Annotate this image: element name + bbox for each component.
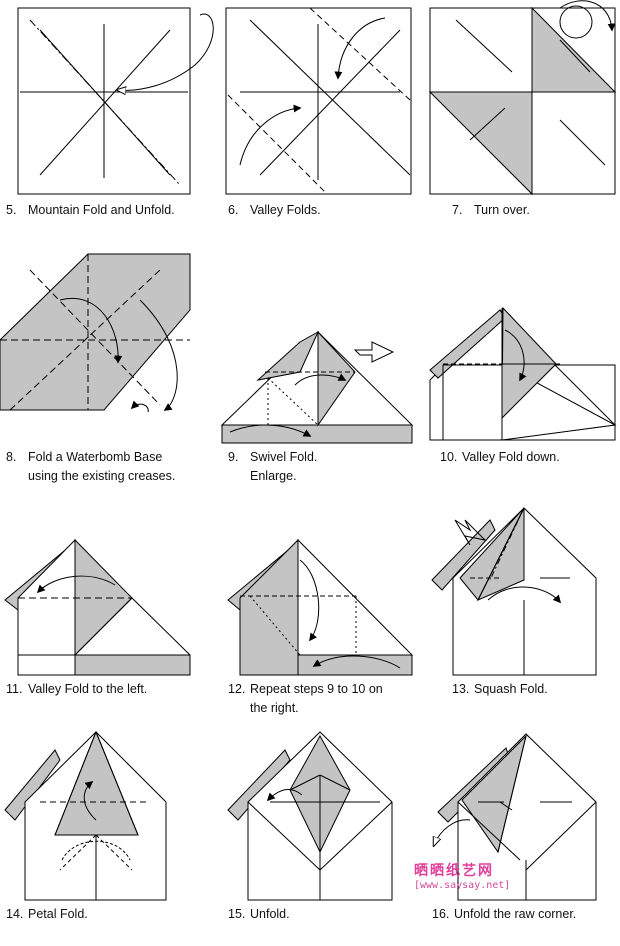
step-7-diagram	[428, 0, 617, 196]
step-8-caption: 8.Fold a Waterbomb Base using the existi…	[6, 450, 176, 483]
step-8-diagram	[0, 253, 191, 413]
step-12-diagram	[227, 538, 414, 676]
step-9-diagram	[220, 330, 414, 444]
watermark-brand: 晒晒纸艺网	[414, 862, 494, 878]
step-10-diagram	[429, 306, 617, 441]
step-15-diagram	[227, 731, 393, 901]
step-16-caption: 16.Unfold the raw corner.	[432, 907, 577, 921]
step-12-caption: 12.Repeat steps 9 to 10 on the right.	[228, 682, 383, 715]
watermark: 晒晒纸艺网 [www.saysay.net]	[414, 860, 524, 891]
step-11-caption: 11.Valley Fold to the left.	[6, 682, 148, 696]
step-6-caption: 6.Valley Folds.	[228, 203, 321, 217]
step-13-caption: 13.Squash Fold.	[452, 682, 548, 696]
step-5-caption: 5.Mountain Fold and Unfold.	[6, 203, 175, 217]
step-11-diagram	[4, 538, 191, 676]
step-14-diagram	[4, 730, 167, 901]
step-10-caption: 10.Valley Fold down.	[440, 450, 560, 464]
step-14-caption: 14.Petal Fold.	[6, 907, 88, 921]
step-9-caption: 9.Swivel Fold. Enlarge.	[228, 450, 318, 483]
step-15-caption: 15.Unfold.	[228, 907, 290, 921]
step-7-caption: 7.Turn over.	[452, 203, 530, 217]
step-13-diagram	[431, 507, 597, 676]
watermark-url: [www.saysay.net]	[414, 880, 511, 891]
step-5-diagram	[17, 7, 214, 195]
step-6-diagram	[225, 7, 412, 195]
step-16-diagram	[434, 733, 597, 901]
